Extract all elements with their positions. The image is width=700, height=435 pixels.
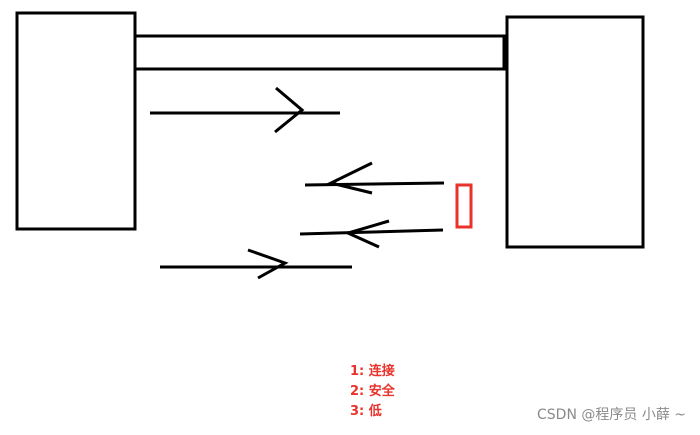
legend-item-3: 3: 低 — [350, 402, 395, 422]
legend-text: 低 — [368, 404, 382, 419]
legend-item-1: 1: 连接 — [350, 362, 395, 382]
legend-item-2: 2: 安全 — [350, 382, 395, 402]
left-box — [15, 11, 137, 231]
legend: 1: 连接 2: 安全 3: 低 — [350, 362, 395, 422]
arrow-left-1 — [304, 161, 445, 195]
legend-number: 2: — [350, 384, 365, 399]
arrow-left-2 — [299, 219, 444, 249]
watermark: CSDN @程序员 小薛 ~ — [537, 407, 686, 423]
arrow-right-1 — [150, 86, 340, 134]
legend-number: 3: — [350, 404, 365, 419]
connection-tube — [133, 34, 506, 71]
legend-text: 连接 — [368, 364, 395, 379]
arrow-right-2 — [160, 248, 352, 280]
legend-text: 安全 — [368, 384, 395, 399]
legend-number: 1: — [350, 364, 365, 379]
highlight-marker — [455, 183, 473, 229]
right-box — [505, 15, 645, 249]
